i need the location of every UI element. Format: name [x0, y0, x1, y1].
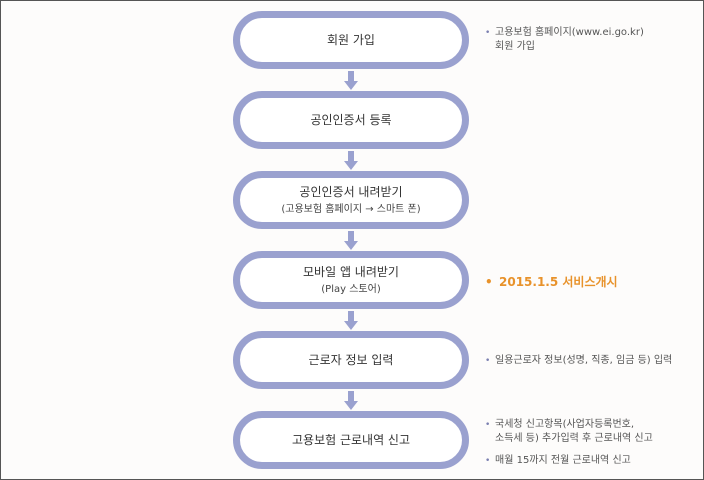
note-monthly-deadline: • 매월 15까지 전월 근로내역 신고: [485, 454, 631, 468]
bullet-icon: •: [485, 356, 491, 366]
step-subtitle: (고용보험 홈페이지 → 스마트 폰): [281, 203, 421, 215]
step-title: 근로자 정보 입력: [308, 353, 394, 367]
arrow-down-icon: [344, 391, 358, 411]
arrow-down-icon: [344, 151, 358, 171]
note-tax-items: • 국세청 신고항목(사업자등록번호, 소득세 등) 추가입력 후 근로내역 신고: [485, 418, 653, 445]
note-worker-info: • 일용근로자 정보(성명, 직종, 임금 등) 입력: [485, 354, 672, 368]
note-service-start: • 2015.1.5 서비스개시: [485, 276, 618, 289]
bullet-icon: •: [485, 420, 491, 430]
note-text: 국세청 신고항목(사업자등록번호,: [495, 419, 635, 430]
arrow-down-icon: [344, 231, 358, 251]
step-title: 공인인증서 내려받기: [299, 184, 403, 199]
note-text: 소득세 등) 추가입력 후 근로내역 신고: [495, 433, 653, 444]
note-text: 일용근로자 정보(성명, 직종, 임금 등) 입력: [495, 355, 673, 366]
note-text: 회원 가입: [495, 41, 535, 52]
step-subtitle: (Play 스토어): [321, 283, 381, 295]
step-sign-up: 회원 가입: [233, 11, 469, 69]
step-register-certificate: 공인인증서 등록: [233, 91, 469, 149]
step-title: 고용보험 근로내역 신고: [291, 433, 411, 447]
step-enter-worker-info: 근로자 정보 입력: [233, 331, 469, 389]
step-download-certificate: 공인인증서 내려받기 (고용보험 홈페이지 → 스마트 폰): [233, 171, 469, 229]
bullet-icon: •: [485, 456, 491, 466]
step-title: 회원 가입: [327, 33, 375, 47]
note-text: 2015.1.5 서비스개시: [499, 275, 618, 289]
arrow-down-icon: [344, 71, 358, 91]
arrow-down-icon: [344, 311, 358, 331]
step-title: 모바일 앱 내려받기: [303, 264, 399, 279]
note-text: 매월 15까지 전월 근로내역 신고: [495, 455, 631, 466]
bullet-icon: •: [485, 28, 491, 38]
step-download-app: 모바일 앱 내려받기 (Play 스토어): [233, 251, 469, 309]
bullet-icon: •: [485, 275, 493, 289]
note-sign-up: • 고용보험 홈페이지(www.ei.go.kr) 회원 가입: [485, 26, 644, 53]
step-report-work-history: 고용보험 근로내역 신고: [233, 411, 469, 469]
note-text: 고용보험 홈페이지(www.ei.go.kr): [495, 27, 644, 38]
step-title: 공인인증서 등록: [310, 113, 392, 127]
